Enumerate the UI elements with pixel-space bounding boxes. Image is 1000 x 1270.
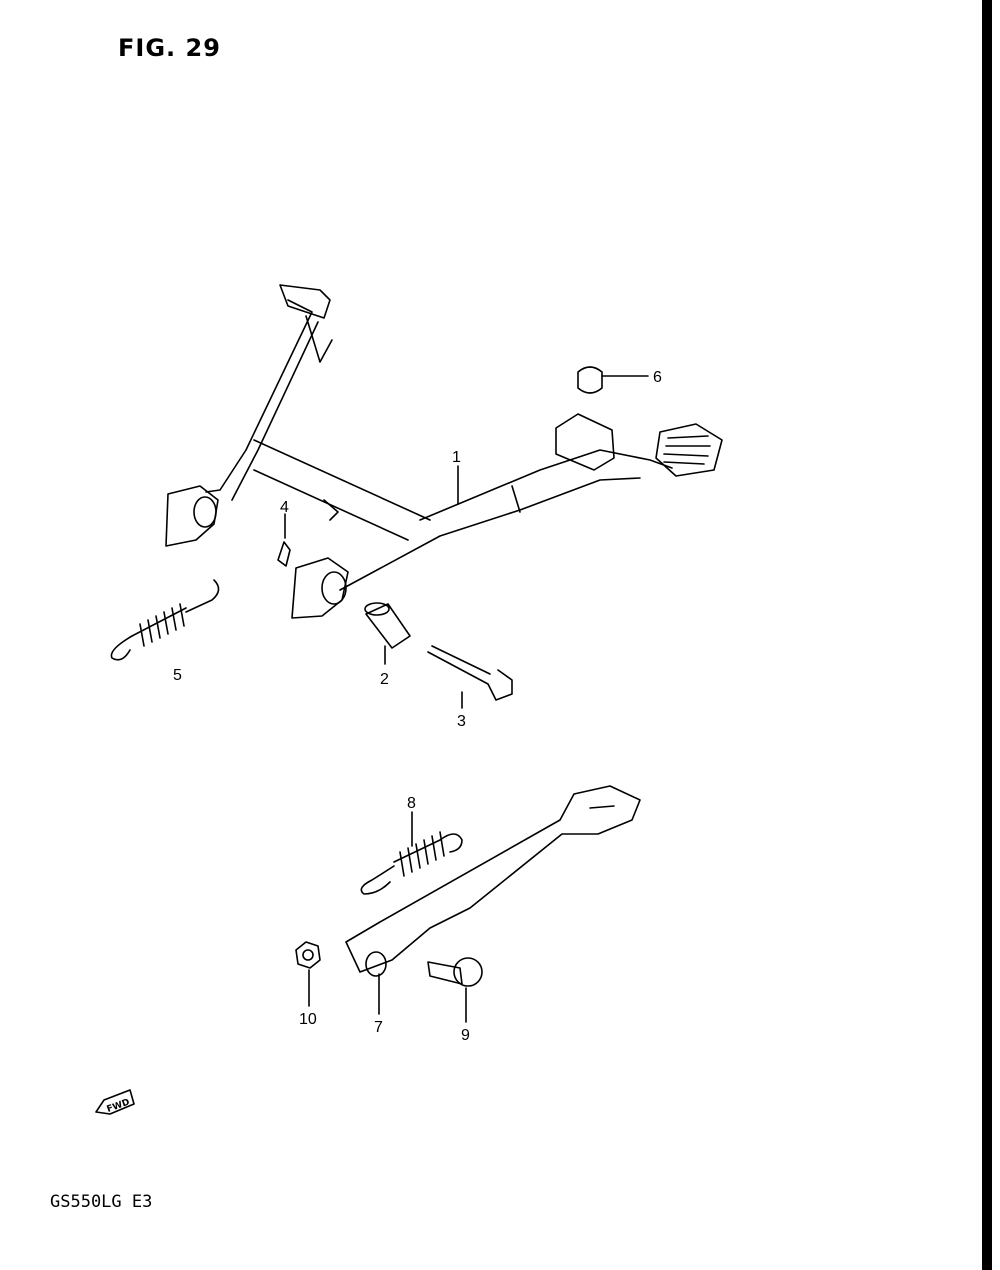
callout-5: 5 bbox=[173, 667, 182, 684]
callout-3: 3 bbox=[457, 713, 466, 730]
side-stand bbox=[345, 785, 641, 1015]
figure-title: FIG. 29 bbox=[118, 34, 221, 62]
nut bbox=[295, 941, 321, 1007]
bushing bbox=[364, 602, 411, 665]
callout-8: 8 bbox=[407, 795, 416, 812]
callout-7: 7 bbox=[374, 1019, 383, 1036]
callout-10: 10 bbox=[299, 1011, 317, 1028]
fwd-arrow-icon: FWD bbox=[95, 1089, 135, 1115]
center-stand-spring bbox=[110, 579, 220, 661]
pivot-bolt bbox=[427, 645, 513, 709]
callout-9: 9 bbox=[461, 1027, 470, 1044]
callout-2: 2 bbox=[380, 671, 389, 688]
side-stand-bolt bbox=[427, 957, 483, 1023]
center-stand bbox=[165, 284, 723, 619]
callout-4: 4 bbox=[280, 499, 289, 516]
side-stand-spring bbox=[360, 811, 463, 895]
callout-6: 6 bbox=[653, 369, 662, 386]
cotter-pin bbox=[277, 513, 291, 567]
page-edge-border bbox=[982, 0, 1000, 1270]
stopper-rubber bbox=[577, 366, 649, 394]
model-code: GS550LG E3 bbox=[50, 1192, 153, 1212]
callout-1: 1 bbox=[452, 449, 461, 466]
